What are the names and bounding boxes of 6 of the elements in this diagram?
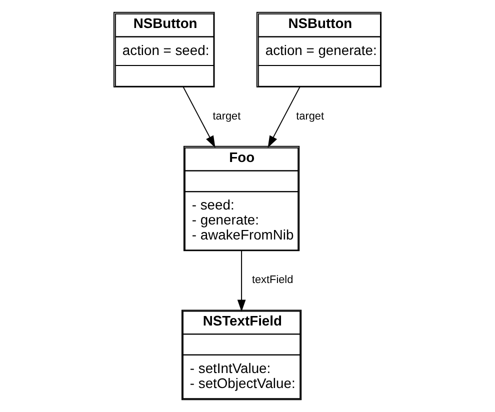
edge-label: target — [296, 110, 324, 122]
edge-label: target — [212, 110, 241, 122]
edge-label: textField — [252, 274, 294, 286]
arrow — [268, 86, 300, 148]
arrow — [237, 250, 246, 312]
arrow — [182, 86, 216, 148]
